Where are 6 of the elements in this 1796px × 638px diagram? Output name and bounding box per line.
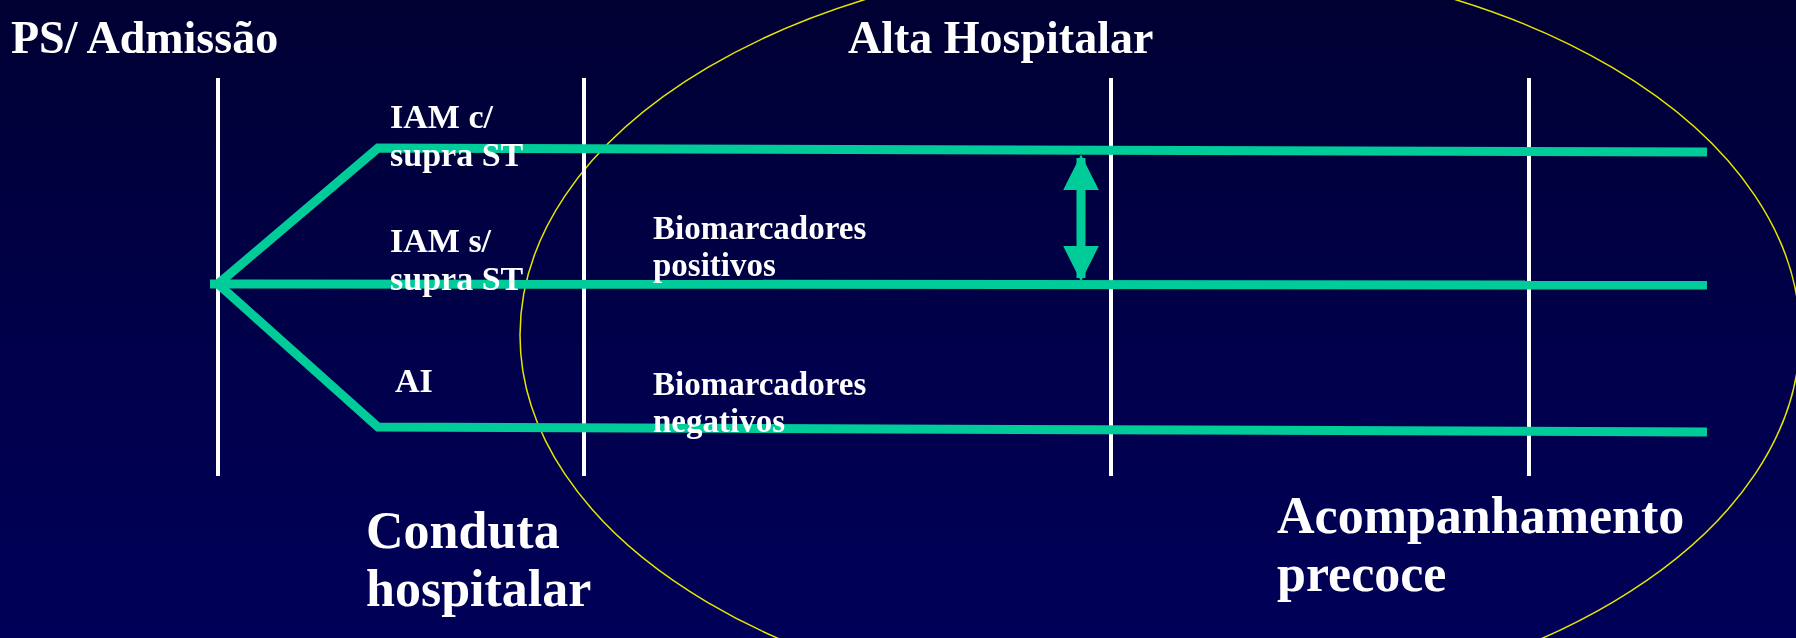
phase-heading: PS/ Admissão xyxy=(11,12,279,64)
pathway-label: AI xyxy=(395,362,433,401)
phase-heading: Alta Hospitalar xyxy=(848,12,1154,64)
pathway-label: Biomarcadores positivos xyxy=(653,210,868,284)
phase-heading: Acompanhamento precoce xyxy=(1277,487,1686,604)
phase-heading: Conduta hospitalar xyxy=(366,502,593,619)
